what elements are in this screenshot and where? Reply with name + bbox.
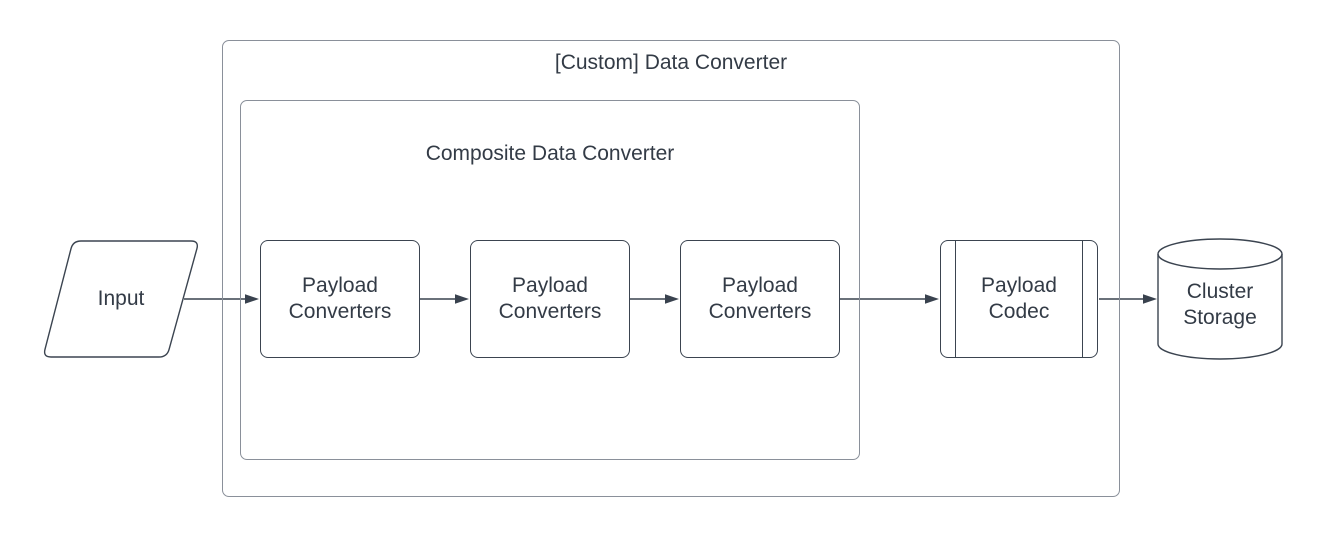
arrow-converter1-to-converter2 (420, 294, 469, 304)
payload-codec-node: Payload Codec (940, 240, 1098, 358)
codec-left-bar (955, 241, 956, 357)
custom-data-converter-title: [Custom] Data Converter (554, 51, 788, 74)
composite-data-converter-container (240, 100, 860, 460)
input-node-label: Input (97, 287, 145, 310)
payload-converters-node-1-label: Payload Converters (288, 274, 392, 323)
cluster-storage-node: Cluster Storage (1158, 258, 1282, 352)
arrow-input-to-converter1 (184, 294, 259, 304)
arrow-converter2-to-converter3 (630, 294, 679, 304)
payload-converters-node-2: Payload Converters (470, 240, 630, 358)
arrow-converter3-to-codec (840, 294, 939, 304)
cluster-storage-cylinder-shape (1157, 238, 1283, 360)
arrow-codec-to-storage (1099, 294, 1157, 304)
payload-converters-node-1: Payload Converters (260, 240, 420, 358)
input-parallelogram-shape (43, 240, 199, 358)
payload-converters-node-2-label: Payload Converters (498, 274, 602, 323)
payload-converters-node-3: Payload Converters (680, 240, 840, 358)
payload-codec-node-label: Payload Codec (981, 274, 1057, 323)
custom-data-converter-container (222, 40, 1120, 497)
composite-data-converter-title: Composite Data Converter (425, 142, 675, 165)
input-node: Input (42, 241, 200, 357)
payload-converters-node-3-label: Payload Converters (708, 274, 812, 323)
codec-right-bar (1082, 241, 1083, 357)
cluster-storage-node-label: Cluster Storage (1183, 280, 1257, 329)
